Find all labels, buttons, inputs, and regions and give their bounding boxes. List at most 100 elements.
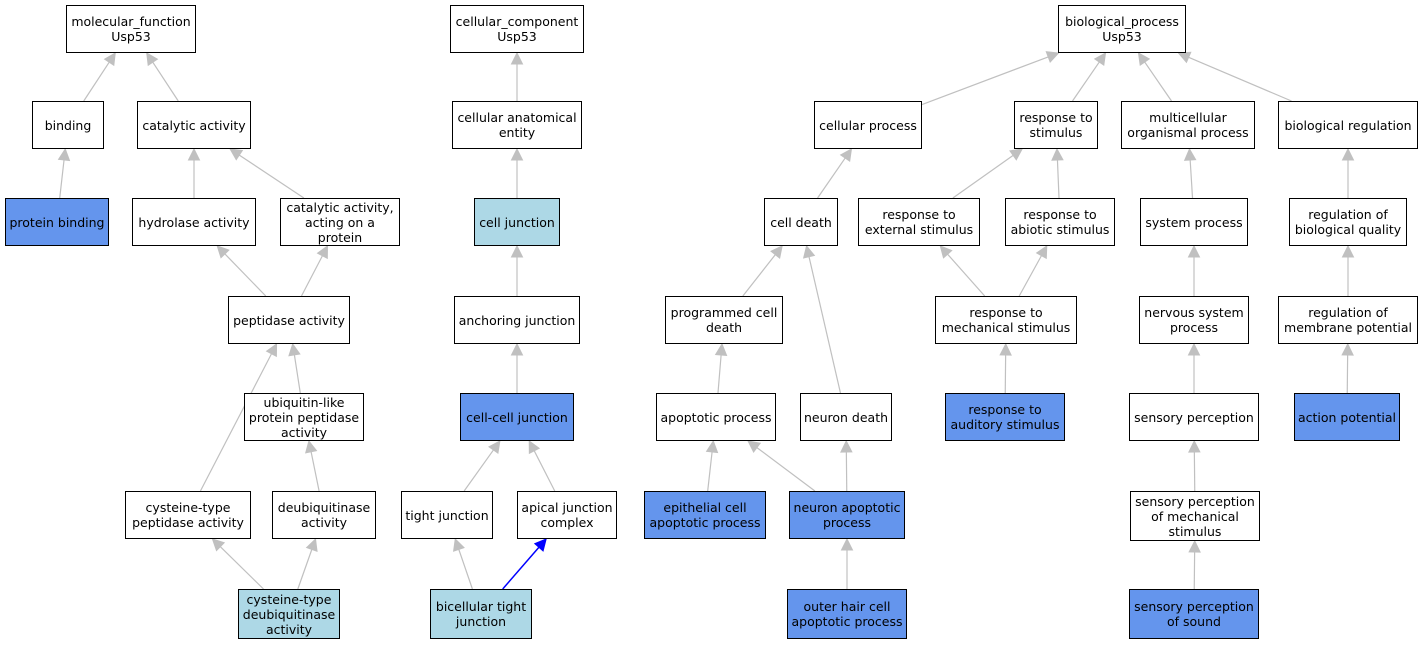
node-anchoring: anchoring junction: [454, 296, 580, 344]
node-epithelial: epithelial cell apoptotic process: [644, 491, 766, 539]
edge-bicellular-to-apical: [502, 538, 547, 590]
edge-arrowhead: [1183, 147, 1197, 161]
edge-arrowhead: [510, 244, 524, 258]
node-apoptotic: apoptotic process: [656, 393, 776, 441]
edge-action-pot-to-reg-membrane: [1341, 342, 1354, 394]
edge-arrowhead: [305, 439, 318, 454]
edge-line: [219, 546, 264, 590]
edge-ubl-peptidase-to-peptidase: [288, 342, 301, 394]
node-bio-reg: biological regulation: [1278, 101, 1418, 149]
edge-arrowhead: [840, 537, 854, 551]
node-resp-abiotic: response to abiotic stimulus: [1005, 198, 1115, 246]
edge-line: [533, 450, 556, 492]
edge-arrowhead: [288, 342, 301, 357]
edge-protein-binding-to-binding: [57, 147, 71, 199]
edge-resp-auditory-to-resp-mech: [999, 342, 1012, 394]
edge-arrowhead: [802, 244, 816, 259]
edge-line: [83, 61, 110, 102]
edge-arrowhead: [103, 52, 116, 67]
edge-arrowhead: [939, 245, 953, 259]
node-action-pot: action potential: [1294, 393, 1400, 441]
edge-arrowhead: [1045, 51, 1060, 63]
edge-line: [224, 253, 267, 297]
edge-line: [199, 353, 273, 492]
edge-resp-mech-to-resp-abiotic: [1018, 245, 1048, 297]
edge-neuron-apop-to-neuron-death: [840, 439, 853, 492]
edge-bicellular-to-tight: [453, 537, 473, 590]
edge-epithelial-to-apoptotic: [705, 439, 719, 492]
edge-arrowhead: [1187, 342, 1201, 356]
node-mf-root: molecular_function Usp53: [66, 5, 196, 53]
edge-deubiq-to-ubl-peptidase: [305, 439, 320, 492]
edge-line: [1188, 56, 1292, 102]
edge-arrowhead: [1341, 342, 1354, 356]
edge-arrowhead: [488, 440, 501, 455]
node-sensory-sound: sensory perception of sound: [1129, 589, 1259, 639]
edge-arrowhead: [533, 538, 547, 552]
edge-arrowhead: [1341, 244, 1355, 258]
edge-binding-to-mf-root: [83, 52, 116, 102]
edge-arrowhead: [1188, 439, 1201, 453]
edge-line: [463, 449, 494, 492]
node-sensory-mech: sensory perception of mechanical stimulu…: [1130, 491, 1260, 541]
edge-line: [310, 451, 320, 492]
edge-cc-junction-to-anchoring: [510, 342, 524, 393]
edge-apical-to-cc-junction: [528, 440, 556, 492]
node-outer-hair: outer hair cell apoptotic process: [787, 589, 907, 639]
edge-arrowhead: [1188, 539, 1201, 553]
node-peptidase: peptidase activity: [228, 296, 350, 344]
edge-arrowhead: [714, 342, 728, 356]
edge-sensory-sound-to-sensory-mech: [1188, 539, 1201, 590]
edge-line: [1072, 61, 1100, 102]
edge-line: [300, 255, 323, 297]
edge-arrowhead: [705, 439, 719, 454]
edge-arrowhead: [840, 439, 853, 453]
edge-line: [817, 157, 846, 199]
edge-resp-ext-to-resp-stim: [952, 148, 1024, 199]
node-tight: tight junction: [401, 491, 493, 539]
edge-arrowhead: [839, 148, 853, 163]
edge-arrowhead: [57, 147, 71, 162]
edge-peptidase-to-cat-protein: [300, 245, 329, 297]
node-binding: binding: [32, 101, 104, 149]
edge-line: [59, 159, 65, 199]
edge-arrowhead: [229, 148, 244, 161]
node-neuron-death: neuron death: [800, 393, 892, 441]
edge-arrowhead: [1093, 52, 1107, 67]
edge-line: [717, 354, 722, 394]
node-neuron-apop: neuron apoptotic process: [789, 491, 905, 539]
edge-arrowhead: [146, 52, 159, 67]
node-cys-deubiq: cysteine-type deubiquitinase activity: [238, 589, 340, 639]
edge-apoptotic-to-prog-death: [714, 342, 728, 394]
node-bicellular: bicellular tight junction: [430, 589, 532, 639]
node-deubiq: deubiquitinase activity: [272, 491, 376, 539]
edge-line: [756, 447, 816, 492]
edge-line: [458, 549, 473, 590]
edge-arrowhead: [510, 51, 524, 65]
edge-hydrolase-to-catalytic: [187, 147, 201, 198]
edge-line: [947, 253, 986, 297]
node-system-proc: system process: [1140, 198, 1248, 246]
edge-cys-deubiq-to-deubiq: [297, 537, 318, 590]
edge-arrowhead: [187, 147, 201, 161]
edge-arrowhead: [1035, 245, 1048, 260]
node-multicell: multicellular organismal process: [1121, 101, 1255, 149]
edge-cell-junction-to-cae: [510, 147, 524, 198]
edge-peptidase-to-hydrolase: [216, 245, 267, 297]
edge-arrowhead: [1187, 244, 1201, 258]
edge-tight-to-cc-junction: [463, 440, 501, 492]
edge-nervous-to-system-proc: [1187, 244, 1201, 296]
node-prog-death: programmed cell death: [665, 296, 783, 344]
node-hydrolase: hydrolase activity: [132, 198, 256, 246]
node-reg-quality: regulation of biological quality: [1289, 198, 1407, 246]
edge-reg-quality-to-bio-reg: [1341, 147, 1355, 198]
edge-arrowhead: [453, 537, 465, 552]
edge-arrowhead: [1009, 148, 1024, 161]
edge-line: [293, 354, 301, 394]
edge-sensory-to-nervous: [1187, 342, 1201, 393]
node-resp-auditory: response to auditory stimulus: [945, 393, 1065, 441]
node-cc-root: cellular_component Usp53: [450, 5, 584, 53]
node-catalytic: catalytic activity: [137, 101, 251, 149]
edge-line: [742, 254, 776, 297]
edge-arrowhead: [316, 245, 329, 260]
